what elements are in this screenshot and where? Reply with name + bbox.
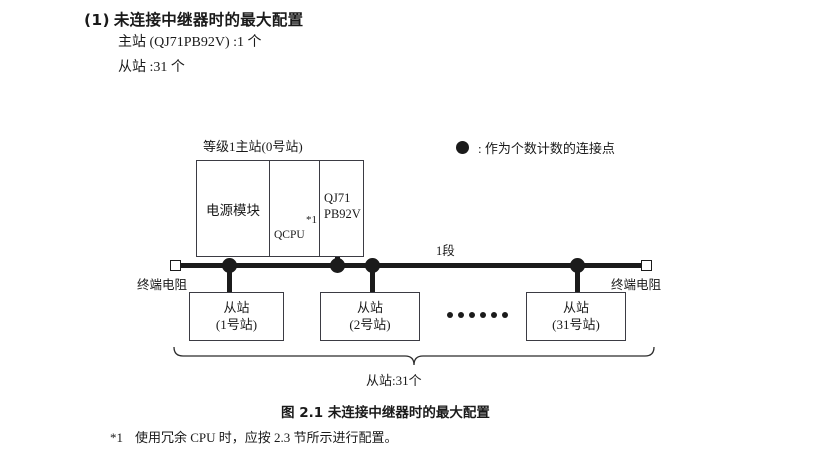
ellipsis-dot bbox=[480, 312, 486, 318]
slave-station-title: 从站 bbox=[223, 299, 250, 315]
filled-circle-icon bbox=[456, 141, 469, 154]
brace-svg bbox=[173, 346, 655, 366]
ellipsis-dot bbox=[469, 312, 475, 318]
slave-drop-line bbox=[575, 265, 580, 293]
slave-drop-line bbox=[370, 265, 375, 293]
legend-text: 作为个数计数的连接点 bbox=[484, 141, 615, 156]
spec-line-slave: 从站 :31 个 bbox=[118, 60, 185, 75]
network-module-line1: QJ71 bbox=[324, 191, 351, 205]
terminal-resistor-left-label: 终端电阻 bbox=[137, 278, 188, 292]
qcpu-label: QCPU bbox=[274, 229, 305, 241]
power-module-cell: 电源模块 bbox=[197, 161, 269, 256]
slave-station-title: 从站 bbox=[356, 299, 383, 315]
slave-drop-line bbox=[227, 265, 232, 293]
section-heading: (1)未连接中继器时的最大配置 bbox=[84, 8, 303, 30]
network-module-cell: QJ71 PB92V bbox=[319, 161, 365, 256]
ellipsis-dot bbox=[491, 312, 497, 318]
network-module-label: QJ71 PB92V bbox=[324, 191, 361, 222]
ellipsis-dot bbox=[447, 312, 453, 318]
power-module-label: 电源模块 bbox=[206, 202, 260, 218]
master-station-caption: 等级1主站(0号站) bbox=[203, 139, 303, 154]
qcpu-footnote-marker: *1 bbox=[306, 214, 317, 226]
slave-station-title: 从站 bbox=[562, 299, 589, 315]
terminal-resistor-right-label: 终端电阻 bbox=[611, 278, 662, 292]
qcpu-wrap: QCPU *1 bbox=[273, 206, 319, 256]
slave-station-number: (1号站) bbox=[215, 316, 258, 332]
slave-station-box: 从站 (31号站) bbox=[526, 292, 626, 341]
ellipsis-dot bbox=[458, 312, 464, 318]
footnote-marker: *1 bbox=[110, 430, 123, 445]
slave-count-label: 从站:31个 bbox=[366, 373, 422, 388]
legend-label: : 作为个数计数的连接点 bbox=[478, 138, 615, 157]
section-heading-text: 未连接中继器时的最大配置 bbox=[113, 11, 304, 29]
master-station-box: 电源模块 QCPU *1 QJ71 PB92V bbox=[196, 160, 364, 257]
legend-separator: : bbox=[478, 141, 482, 156]
slave-count-brace bbox=[172, 345, 656, 374]
slave-station-box: 从站 (2号站) bbox=[320, 292, 420, 341]
spec-line-master: 主站 (QJ71PB92V) :1 个 bbox=[118, 35, 262, 50]
footnote: *1 使用冗余 CPU 时，应按 2.3 节所示进行配置。 bbox=[110, 427, 398, 446]
terminal-resistor-right-icon bbox=[641, 260, 652, 271]
slave-station-number: (31号站) bbox=[552, 316, 600, 332]
section-heading-number: (1) bbox=[84, 11, 110, 29]
segment-label: 1段 bbox=[436, 244, 455, 258]
qcpu-cell: QCPU *1 bbox=[269, 161, 319, 256]
slave-station-number: (2号站) bbox=[349, 316, 391, 332]
bus-trunk-line bbox=[180, 263, 642, 268]
footnote-text: 使用冗余 CPU 时，应按 2.3 节所示进行配置。 bbox=[135, 430, 398, 445]
network-module-line2: PB92V bbox=[324, 206, 361, 221]
terminal-resistor-left-icon bbox=[170, 260, 181, 271]
figure-caption: 图 2.1 未连接中继器时的最大配置 bbox=[281, 405, 490, 421]
legend: : 作为个数计数的连接点 bbox=[456, 138, 615, 157]
connection-point-dot bbox=[330, 258, 345, 273]
ellipsis-dots bbox=[447, 312, 508, 318]
ellipsis-dot bbox=[502, 312, 508, 318]
slave-station-box: 从站 (1号站) bbox=[189, 292, 284, 341]
